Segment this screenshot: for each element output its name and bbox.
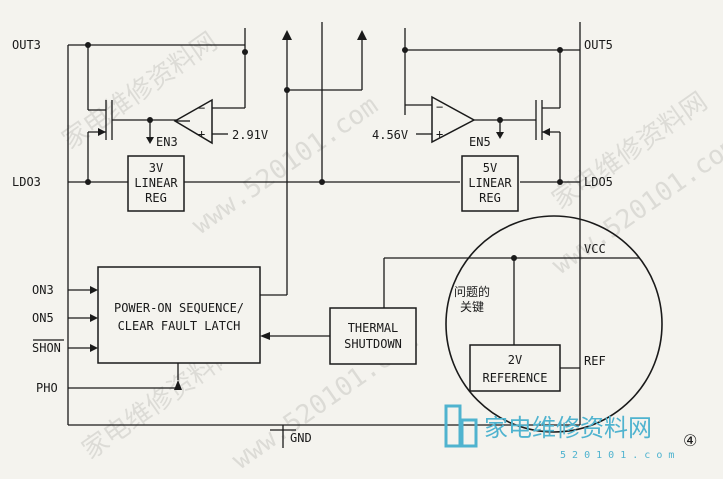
ref-line2: REFERENCE <box>482 371 547 385</box>
right-rail <box>404 22 581 425</box>
pin-vcc: VCC <box>584 242 606 256</box>
reg-5v-block <box>461 155 519 212</box>
brand-name: 家电维修资料网 <box>484 414 652 442</box>
brand-logo: 家电维修资料网 5 2 0 1 0 1 . c o m <box>444 404 674 461</box>
left-rail <box>67 44 580 426</box>
pin-ref: REF <box>584 354 606 368</box>
arrow-up-1 <box>282 30 292 40</box>
pho-arrow <box>174 380 182 390</box>
pin-pho: PHO <box>36 381 58 395</box>
thermal-line2: SHUTDOWN <box>344 337 402 351</box>
ref-2v91: 2.91V <box>232 128 268 142</box>
pin-on5: ON5 <box>32 311 54 325</box>
amp-right-minus: − <box>436 100 443 114</box>
pin-on3: ON3 <box>32 283 54 297</box>
pin-ldo5: LDO5 <box>584 175 613 189</box>
pin-out5: OUT5 <box>584 38 613 52</box>
brand-mark <box>444 404 462 448</box>
ref-4v56: 4.56V <box>372 128 408 142</box>
brand-url: 5 2 0 1 0 1 . c o m <box>560 450 674 461</box>
reg-3v-block <box>127 155 185 212</box>
annotation-line2: 关键 <box>460 300 484 314</box>
por-line2: CLEAR FAULT LATCH <box>118 319 241 333</box>
annotation-line1: 问题的 <box>454 284 490 299</box>
central-wires <box>260 22 460 296</box>
amp-triangle-left <box>173 98 213 145</box>
highlight-circle <box>445 215 663 433</box>
mosfet-arrow <box>98 128 106 136</box>
right-pass-mosfet <box>535 50 561 182</box>
figure-number: ④ <box>683 431 697 450</box>
left-error-amp: − + 2.91V EN3 <box>146 28 268 149</box>
watermark-layer: 家电维修资料网 www.520101.com 家电维修资料网 www.52010… <box>57 27 723 476</box>
thermal-shutdown-block <box>329 307 417 365</box>
right-error-amp: − + 4.56V EN5 <box>372 47 536 149</box>
ref-line1: 2V <box>508 353 522 367</box>
reg3-line1: 3V <box>149 161 163 175</box>
pin-out3: OUT3 <box>12 38 41 52</box>
signal-en3: EN3 <box>156 135 178 149</box>
por-line1: POWER-ON SEQUENCE/ <box>114 301 244 315</box>
reg5-line2: LINEAR <box>468 176 512 190</box>
watermark-url-1: www.520101.com <box>187 90 384 240</box>
amp-right-plus: + <box>436 127 443 141</box>
amp-left-plus: + <box>198 127 205 141</box>
pin-ldo3: LDO3 <box>12 175 41 189</box>
arrow-up-2 <box>357 30 367 40</box>
power-on-sequence-block <box>97 266 261 364</box>
reg3-line3: REG <box>145 191 167 205</box>
signal-en5: EN5 <box>469 135 491 149</box>
reg5-line3: REG <box>479 191 501 205</box>
por-inputs: ON3 ON5 SHON PHO <box>32 283 182 395</box>
amp-left-minus: − <box>198 101 205 115</box>
pin-shon: SHON <box>32 341 61 355</box>
reg5-line1: 5V <box>483 161 497 175</box>
reg3-line2: LINEAR <box>134 176 178 190</box>
pin-gnd: GND <box>290 431 312 445</box>
watermark-cn-2: 家电维修资料网 <box>547 87 713 216</box>
amp-triangle-right <box>431 95 476 144</box>
thermal-line1: THERMAL <box>348 321 399 335</box>
